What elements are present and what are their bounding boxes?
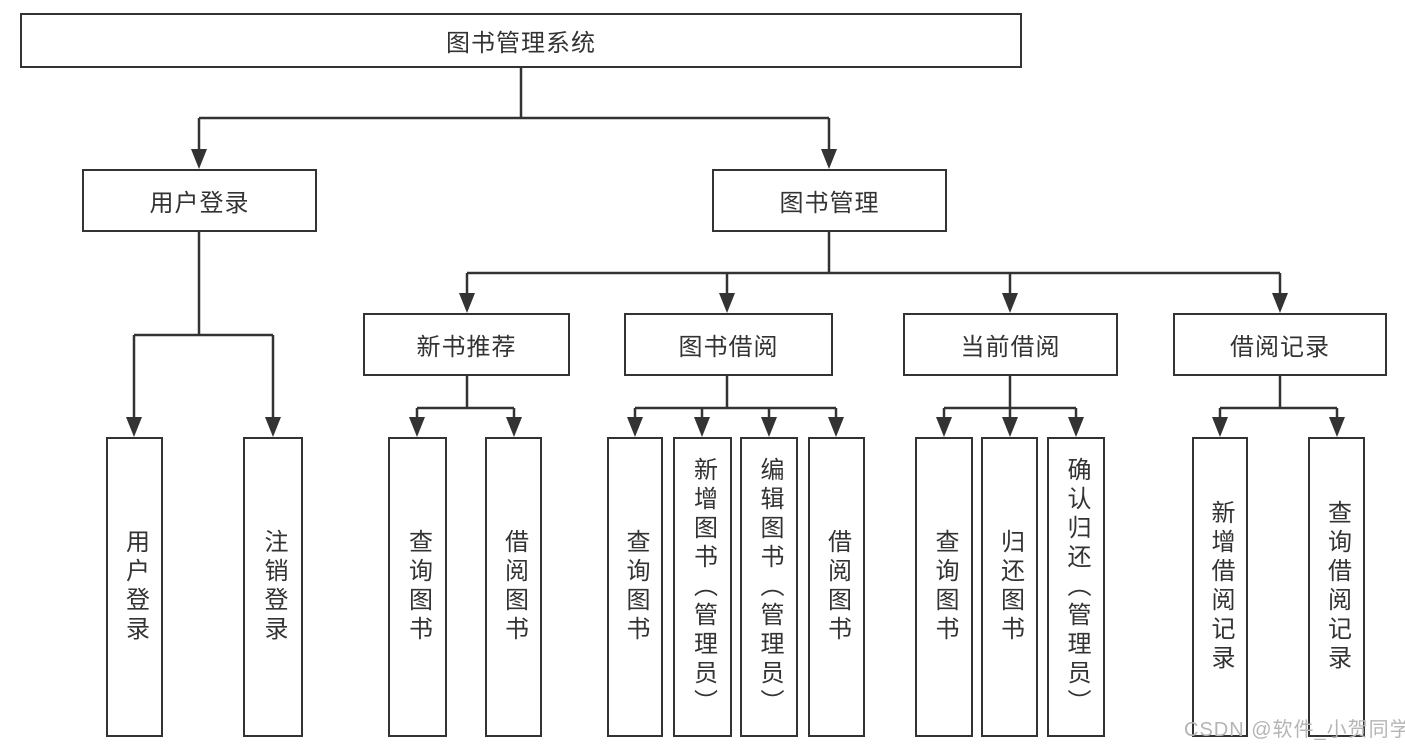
connector-paths — [132, 68, 1339, 420]
leaf-cb-confirm-return-label: 确认归还（管理员） — [1063, 456, 1090, 718]
leaf-rec-query-book: 查询图书 — [388, 437, 447, 737]
leaf-bb-add-book-label: 新增图书（管理员） — [689, 456, 717, 718]
leaf-user-login: 用户登录 — [106, 437, 163, 737]
node-book-borrow: 图书借阅 — [624, 313, 833, 376]
node-new-book-rec-label: 新书推荐 — [416, 334, 517, 361]
node-current-borrow: 当前借阅 — [903, 313, 1118, 376]
leaf-br-query-record-label: 查询借阅记录 — [1323, 500, 1351, 674]
node-borrow-record-label: 借阅记录 — [1230, 334, 1330, 361]
leaf-cb-return-book-label: 归还图书 — [996, 529, 1024, 645]
leaf-bb-edit-book: 编辑图书（管理员） — [740, 437, 798, 737]
leaf-user-login-label: 用户登录 — [121, 529, 149, 645]
leaf-cb-confirm-return: 确认归还（管理员） — [1047, 437, 1105, 737]
leaf-br-query-record: 查询借阅记录 — [1308, 437, 1365, 737]
leaf-bb-borrow-book-label: 借阅图书 — [823, 529, 851, 645]
leaf-bb-borrow-book: 借阅图书 — [808, 437, 865, 737]
node-book-mgmt: 图书管理 — [712, 169, 947, 232]
node-root: 图书管理系统 — [20, 13, 1022, 68]
watermark: CSDN @软件_小贺同学 — [1184, 719, 1405, 741]
leaf-logout-label: 注销登录 — [260, 529, 287, 645]
leaf-cb-return-book: 归还图书 — [981, 437, 1038, 737]
leaf-br-add-record-label: 新增借阅记录 — [1207, 500, 1234, 674]
node-user-login: 用户登录 — [82, 169, 317, 232]
leaf-rec-borrow-book: 借阅图书 — [485, 437, 542, 737]
arrowhead-icons — [126, 149, 1345, 437]
leaf-bb-query-book-label: 查询图书 — [622, 529, 649, 645]
leaf-cb-query-book: 查询图书 — [915, 437, 973, 737]
node-user-login-label: 用户登录 — [149, 190, 250, 217]
leaf-br-add-record: 新增借阅记录 — [1192, 437, 1248, 737]
node-new-book-rec: 新书推荐 — [363, 313, 570, 376]
node-current-borrow-label: 当前借阅 — [960, 334, 1061, 361]
node-book-borrow-label: 图书借阅 — [678, 334, 779, 361]
node-borrow-record: 借阅记录 — [1173, 313, 1387, 376]
leaf-bb-add-book: 新增图书（管理员） — [673, 437, 732, 737]
leaf-cb-query-book-label: 查询图书 — [931, 529, 958, 645]
node-root-label: 图书管理系统 — [446, 30, 596, 57]
leaf-bb-edit-book-label: 编辑图书（管理员） — [756, 456, 783, 718]
node-book-mgmt-label: 图书管理 — [779, 190, 880, 217]
leaf-logout: 注销登录 — [243, 437, 303, 737]
leaf-rec-borrow-book-label: 借阅图书 — [500, 529, 528, 645]
leaf-bb-query-book: 查询图书 — [607, 437, 663, 737]
leaf-rec-query-book-label: 查询图书 — [404, 529, 432, 645]
